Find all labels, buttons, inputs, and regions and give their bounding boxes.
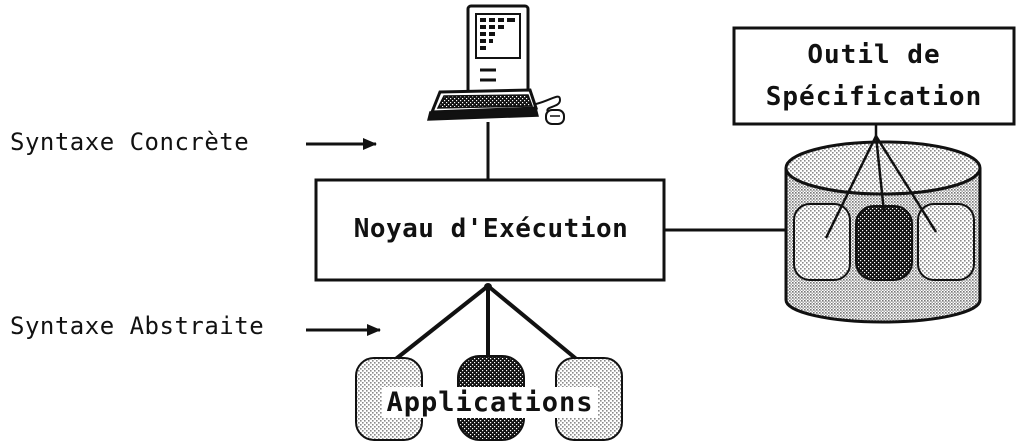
repository-module-middle bbox=[855, 205, 913, 281]
spec-tool-box bbox=[732, 26, 1016, 126]
edges-kernel-applications bbox=[390, 284, 582, 364]
spec-tool-label-line1: Outil de bbox=[807, 40, 941, 70]
abstract-syntax-label: Syntaxe Abstraite bbox=[10, 312, 265, 340]
computer-icon bbox=[427, 4, 565, 125]
kernel-label: Noyau d'Exécution bbox=[353, 214, 629, 244]
repository-module-right bbox=[917, 203, 975, 281]
edges-spec-tool-modules bbox=[824, 135, 938, 239]
spec-tool-label-line2: Spécification bbox=[765, 82, 983, 112]
applications-label: Applications bbox=[382, 387, 598, 418]
repository-module-left bbox=[793, 203, 851, 281]
concrete-syntax-label: Syntaxe Concrète bbox=[10, 128, 250, 156]
applications-label-wrap: Applications bbox=[355, 387, 625, 418]
